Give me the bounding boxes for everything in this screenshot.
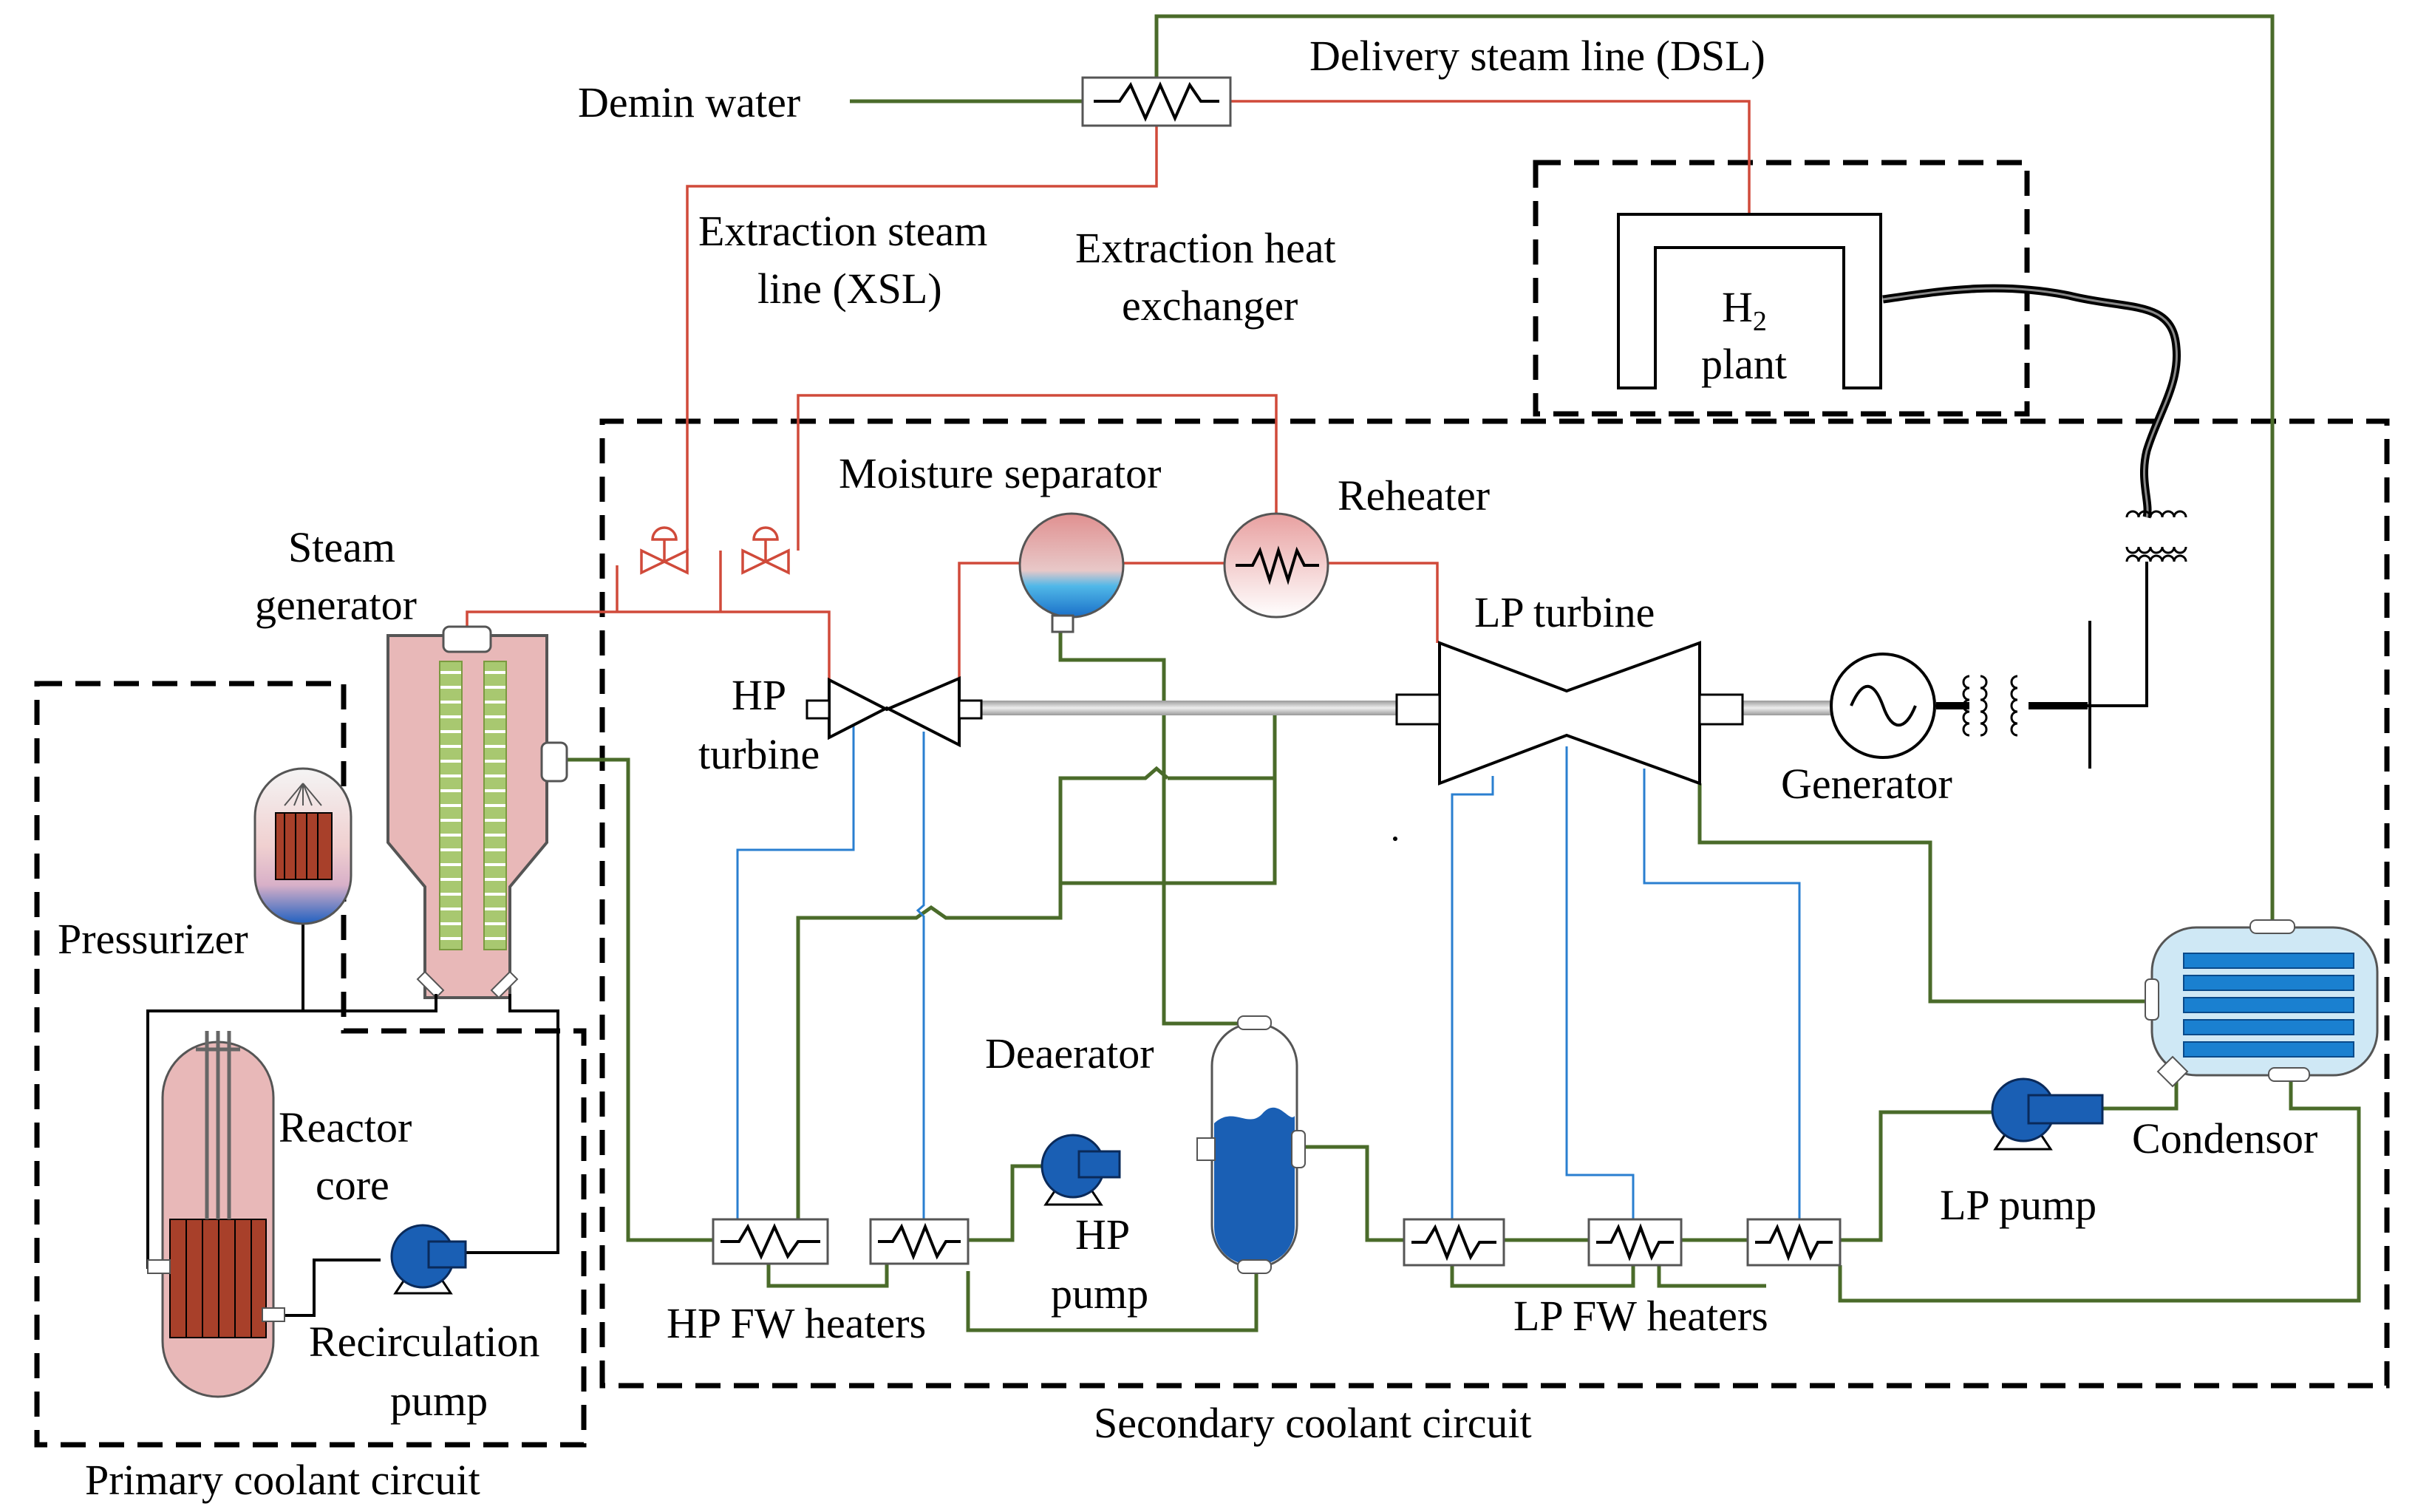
- recirculation-pump-icon: [390, 1224, 467, 1295]
- label-hp-pump: HP: [1075, 1210, 1130, 1259]
- label-hp-fw-heaters: HP FW heaters: [667, 1299, 926, 1347]
- hp-fw-heater: [712, 1218, 829, 1265]
- reactor-vessel: [147, 1031, 285, 1398]
- turbine-shaft: [1733, 701, 1822, 715]
- primary-circuit-boundary: [34, 681, 587, 1448]
- condenser: [2145, 919, 2379, 1088]
- label-delivery-steam-line: Delivery steam line (DSL): [1309, 32, 1765, 80]
- stray-dot: [1393, 837, 1397, 841]
- label-condensor: Condensor: [2132, 1114, 2317, 1162]
- label-steam-generator: Steam: [288, 523, 395, 571]
- bleed-piping: [736, 713, 1801, 1219]
- reheater: [1223, 512, 1329, 619]
- hp-turbine: [805, 675, 983, 748]
- h2-plant: [1617, 213, 1882, 389]
- label-reheater: Reheater: [1338, 471, 1490, 520]
- label-lp-pump: LP pump: [1940, 1181, 2096, 1229]
- deaerator: [1196, 1015, 1306, 1274]
- lp-fw-heater: [1403, 1218, 1505, 1267]
- water-piping: [565, 14, 2361, 1332]
- label-hp-turbine: turbine: [698, 730, 820, 778]
- steam-piping: [466, 100, 1751, 680]
- moisture-separator: [1018, 512, 1125, 633]
- label-reactor-core: core: [316, 1161, 389, 1209]
- label-generator: Generator: [1781, 760, 1952, 808]
- hp-fw-heater: [869, 1218, 970, 1265]
- generator: [1830, 653, 1936, 759]
- label-recirculation-pump: Recirculation: [309, 1318, 539, 1366]
- label-moisture-separator: Moisture separator: [839, 449, 1161, 497]
- label-h2-plant: plant: [1701, 340, 1787, 388]
- control-valve-icon: [741, 526, 790, 575]
- steam-generator: [386, 625, 568, 999]
- label-reactor-core: Reactor: [279, 1103, 412, 1151]
- label-primary-coolant-circuit: Primary coolant circuit: [85, 1456, 480, 1504]
- transformer-icon: [1962, 675, 2018, 737]
- label-demin-water: Demin water: [578, 78, 800, 126]
- label-secondary-coolant-circuit: Secondary coolant circuit: [1094, 1399, 1532, 1447]
- label-pressurizer: Pressurizer: [58, 915, 248, 963]
- label-steam-generator: generator: [255, 581, 417, 629]
- label-h2: H2: [1722, 283, 1767, 337]
- control-valve-icon: [640, 526, 689, 575]
- lp-pump-icon: [1991, 1077, 2104, 1151]
- lp-fw-heater: [1746, 1218, 1842, 1267]
- label-deaerator: Deaerator: [985, 1029, 1154, 1077]
- label-extraction-heat-exchanger: exchanger: [1122, 282, 1298, 330]
- hp-pump-icon: [1040, 1134, 1121, 1206]
- transformer-icon: [2125, 510, 2187, 562]
- secondary-circuit-boundary: [599, 418, 2390, 1389]
- label-lp-turbine: LP turbine: [1474, 588, 1655, 636]
- electrical-line: [1882, 284, 2181, 769]
- label-extraction-steam-line: Extraction steam: [698, 207, 987, 255]
- label-lp-fw-heaters: LP FW heaters: [1513, 1292, 1768, 1340]
- lp-fw-heater: [1587, 1218, 1683, 1267]
- label-extraction-steam-line: line (XSL): [757, 265, 942, 313]
- lp-turbine: [1395, 641, 1744, 786]
- label-hp-turbine: HP: [732, 671, 786, 719]
- label-extraction-heat-exchanger: Extraction heat: [1075, 224, 1336, 272]
- pressurizer: [253, 767, 352, 925]
- extraction-heat-exchanger: [1081, 76, 1232, 127]
- label-recirculation-pump: pump: [390, 1377, 488, 1425]
- label-hp-pump: pump: [1051, 1270, 1148, 1318]
